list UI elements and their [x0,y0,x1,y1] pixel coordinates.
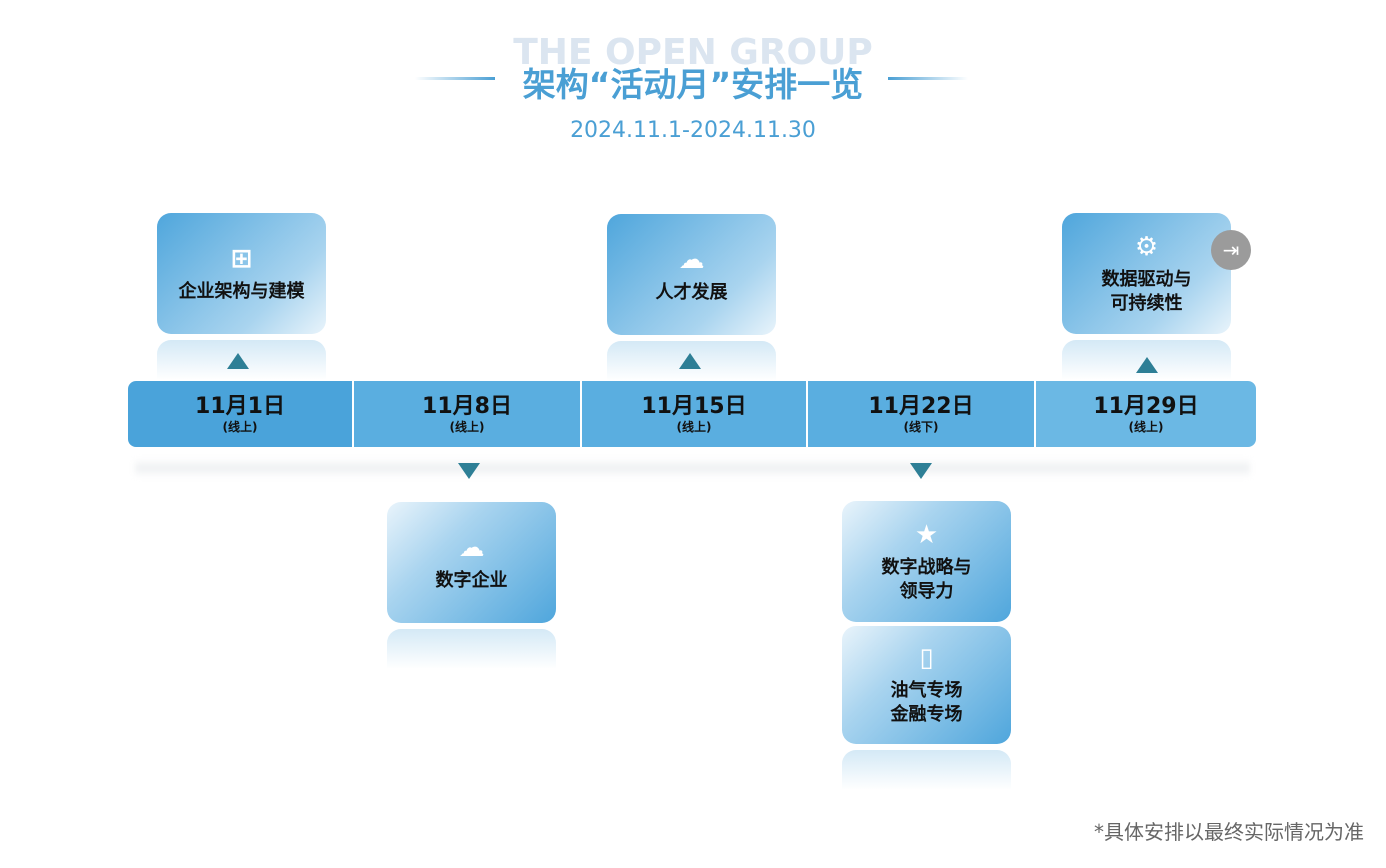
card-label: 数字企业 [435,569,508,591]
card-label: 企业架构与建模 [178,280,305,302]
date: 11月29日 [1093,394,1199,419]
card-digital-strategy: ★ 数字战略与领导力 [842,501,1011,622]
arrow-down-icon [458,463,480,479]
footnote: *具体安排以最终实际情况为准 [1094,820,1364,844]
title-line-right [888,77,968,80]
page-title: 架构“活动月”安排一览 [522,65,864,104]
timeline-segment: 11月22日(线下) [808,381,1034,447]
card-talent: ☁ 人才发展 [607,214,776,335]
timeline-segment: 11月8日(线上) [354,381,580,447]
title-line-left [415,77,495,80]
card-label: 人才发展 [655,281,728,303]
arrow-up-icon [227,353,249,369]
mode: (线上) [222,420,258,434]
mode: (线上) [676,420,712,434]
exit-icon[interactable]: ⇥ [1211,230,1251,270]
card-label: 数字战略与 [881,556,972,578]
mode: (线下) [903,420,939,434]
card-label: 油气专场 [890,680,963,701]
timeline-segment: 11月29日(线上) [1036,381,1256,447]
card-data-driven: ⚙ 数据驱动与可持续性 [1062,213,1231,334]
timeline-shadow [135,458,1250,478]
card-industry-sessions: ▯ 油气专场金融专场 [842,626,1011,744]
timeline-segment: 11月1日(线上) [128,381,352,447]
card-reflection [842,750,1011,790]
server-icon: ▯ [919,643,934,673]
cloud-upload-icon: ☁ [458,532,485,563]
card-label: 金融专场 [890,704,963,725]
card-label: 领导力 [899,580,954,602]
card-label: 数据驱动与 [1101,268,1192,290]
card-reflection [387,629,556,669]
date: 11月22日 [868,394,974,419]
gears-icon: ⚙ [1134,231,1159,262]
people-cloud-icon: ☁ [678,244,705,275]
date-range: 2024.11.1-2024.11.30 [570,118,816,143]
org-chart-icon: ⊞ [230,243,253,274]
mode: (线上) [1128,420,1164,434]
date: 11月1日 [195,394,285,419]
watermark: THE OPEN GROUP [513,32,873,73]
timeline-segment: 11月15日(线上) [582,381,806,447]
map-pin-star-icon: ★ [914,519,939,550]
card-label: 可持续性 [1110,292,1183,314]
card-enterprise-architecture: ⊞ 企业架构与建模 [157,213,326,334]
arrow-up-icon [1136,357,1158,373]
card-digital-enterprise: ☁ 数字企业 [387,502,556,623]
mode: (线上) [449,420,485,434]
arrow-up-icon [679,353,701,369]
date: 11月15日 [641,394,747,419]
arrow-down-icon [910,463,932,479]
date: 11月8日 [422,394,512,419]
